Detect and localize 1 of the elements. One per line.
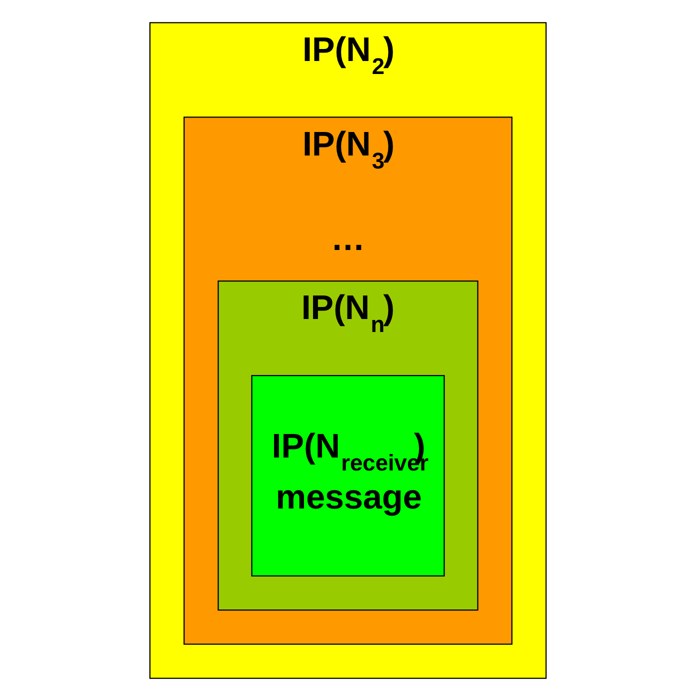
label: … <box>330 219 365 258</box>
